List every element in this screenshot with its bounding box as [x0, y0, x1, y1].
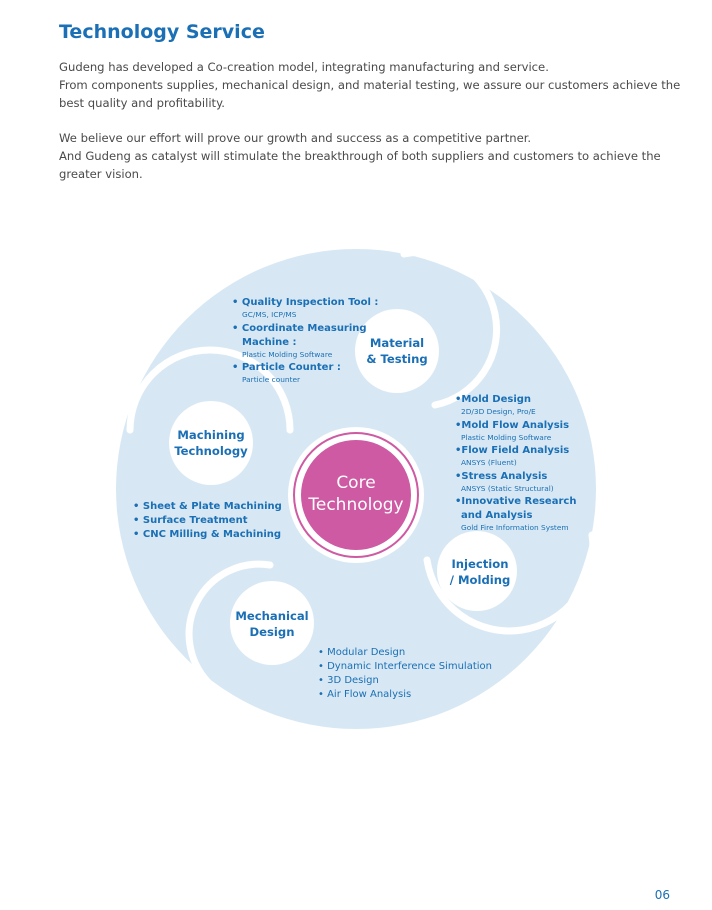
swirl-divider-top	[400, 248, 501, 409]
injection-items: •Mold Design 2D/3D Design, Pro/E •Mold F…	[455, 393, 576, 533]
segment-label-injection-line2: / Molding	[449, 573, 511, 587]
segment-label-injection-line1: Injection	[451, 557, 509, 571]
swirl-dividers	[126, 248, 597, 686]
material-item-title: Quality Inspection Tool :	[241, 297, 379, 308]
mechanical-item-title: Modular Design	[327, 647, 406, 658]
material-item-title: Coordinate Measuring	[241, 322, 367, 334]
injection-item-detail: ANSYS (Static Structural)	[461, 483, 554, 493]
list-item: • Particle Counter : Particle counter	[232, 361, 378, 385]
injection-item-detail: 2D/3D Design, Pro/E	[461, 407, 536, 416]
bubble-material-testing	[355, 309, 439, 393]
intro-paragraph-3: We believe our effort will prove our gro…	[59, 131, 532, 146]
machining-item-title: Sheet & Plate Machining	[142, 501, 282, 512]
page-number: 06	[654, 888, 670, 902]
injection-item-title: Stress Analysis	[461, 470, 548, 482]
list-item: • Sheet & Plate Machining	[133, 501, 282, 512]
swirl-divider-bottom	[185, 560, 274, 686]
material-items: • Quality Inspection Tool : GC/MS, ICP/M…	[232, 296, 378, 385]
injection-item-title: Mold Flow Analysis	[461, 419, 570, 431]
list-item: • Surface Treatment	[133, 515, 248, 526]
segment-label-machining-line1: Machining	[177, 428, 245, 442]
injection-item-detail: Gold Fire Information System	[461, 523, 569, 532]
mechanical-item-title: Air Flow Analysis	[327, 689, 412, 700]
segment-label-mechanical: Mechanical Design	[227, 608, 317, 640]
injection-item-title: Mold Design	[461, 394, 532, 405]
bubble-injection-molding	[437, 531, 517, 611]
intro-text: Gudeng has developed a Co-creation model…	[59, 59, 689, 184]
core-ring	[293, 432, 419, 558]
core-label-line1: Core	[336, 473, 376, 493]
segment-label-mechanical-line1: Mechanical	[235, 609, 309, 623]
segment-label-injection: Injection / Molding	[437, 556, 523, 588]
material-item-detail: GC/MS, ICP/MS	[242, 310, 297, 319]
swirl-divider-left	[126, 346, 294, 434]
machining-item-title: CNC Milling & Machining	[142, 529, 282, 540]
list-item: • Air Flow Analysis	[318, 689, 412, 700]
intro-paragraph-4: And Gudeng as catalyst will stimulate th…	[59, 149, 661, 181]
material-item-title-cont: Machine :	[242, 336, 297, 348]
list-item: • Modular Design	[318, 647, 406, 658]
swirl-divider-right	[423, 531, 597, 635]
list-item: • CNC Milling & Machining	[133, 529, 282, 540]
material-item-detail: Plastic Molding Software	[242, 349, 333, 359]
list-item: •Stress Analysis ANSYS (Static Structura…	[455, 470, 576, 494]
core-circle	[301, 440, 411, 550]
segment-label-material-line1: Material	[369, 336, 425, 350]
material-item-title: Particle Counter :	[241, 362, 341, 373]
injection-item-title-cont: and Analysis	[461, 510, 533, 521]
list-item: •Innovative Research and Analysis Gold F…	[455, 496, 577, 532]
machining-item-title: Surface Treatment	[142, 515, 248, 526]
mechanical-items: • Modular Design • Dynamic Interference …	[318, 646, 492, 702]
list-item: • 3D Design	[318, 675, 379, 686]
list-item: • Coordinate Measuring Machine : Plastic…	[232, 322, 378, 360]
material-item-detail: Particle counter	[242, 375, 301, 384]
mechanical-item-title: Dynamic Interference Simulation	[327, 661, 492, 672]
segment-label-material: Material & Testing	[357, 335, 437, 367]
core-label-line2: Technology	[308, 495, 404, 515]
injection-item-title: Innovative Research	[461, 496, 577, 507]
machining-items: • Sheet & Plate Machining • Surface Trea…	[133, 500, 282, 542]
segment-label-machining-line2: Technology	[174, 444, 248, 458]
page-title: Technology Service	[59, 21, 265, 43]
list-item: • Quality Inspection Tool : GC/MS, ICP/M…	[232, 297, 379, 319]
segment-label-material-line2: & Testing	[366, 352, 428, 366]
intro-paragraph-1: Gudeng has developed a Co-creation model…	[59, 60, 549, 74]
injection-item-detail: Plastic Molding Software	[461, 432, 552, 442]
segment-label-mechanical-line2: Design	[249, 625, 295, 639]
mechanical-item-title: 3D Design	[327, 675, 379, 686]
list-item: •Mold Design 2D/3D Design, Pro/E	[455, 393, 576, 417]
injection-item-title: Flow Field Analysis	[461, 445, 570, 456]
list-item: •Flow Field Analysis ANSYS (Fluent)	[455, 444, 576, 468]
bubble-mechanical-design	[230, 581, 314, 665]
segment-label-machining: Machining Technology	[166, 427, 256, 459]
injection-item-detail: ANSYS (Fluent)	[461, 458, 517, 467]
intro-paragraph-2: From components supplies, mechanical des…	[59, 77, 681, 110]
bubble-machining-technology	[169, 401, 253, 485]
list-item: • Dynamic Interference Simulation	[318, 661, 492, 672]
core-technology-label: Core Technology	[299, 472, 413, 516]
list-item: •Mold Flow Analysis Plastic Molding Soft…	[455, 419, 576, 443]
